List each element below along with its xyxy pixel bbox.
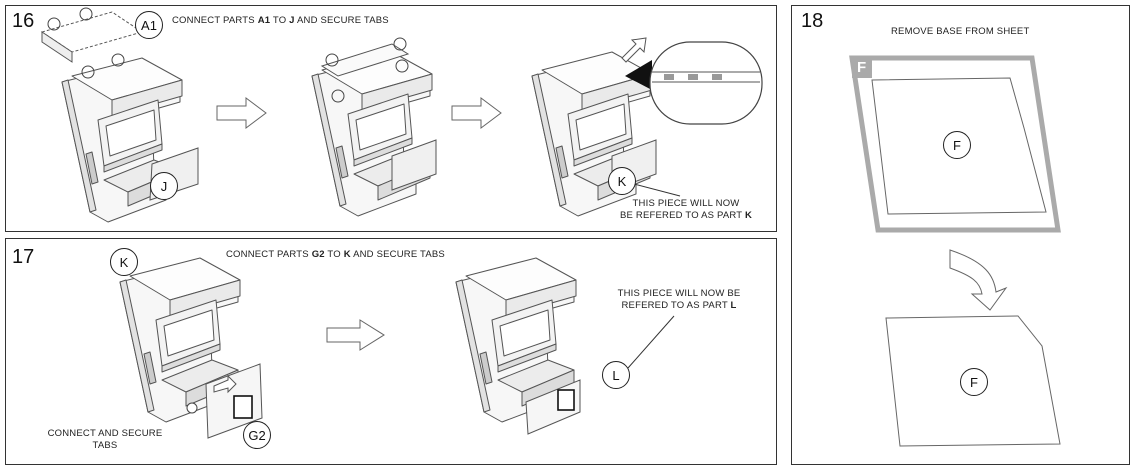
step-16-detail-magnifier [621, 37, 763, 125]
step-18-number: 18 [801, 10, 824, 32]
step-17-instruction: CONNECT PARTS G2 TO K AND SECURE TABS [226, 249, 445, 260]
label-g2: G2 [243, 421, 271, 449]
step-16-arrow-1 [216, 97, 267, 129]
step-17-cabinet-k [119, 257, 263, 439]
step-17-arrow [326, 319, 385, 351]
step-17-number: 17 [12, 246, 35, 268]
label-k-step17: K [110, 248, 138, 276]
step-16-cabinet-frame-2 [311, 37, 437, 217]
sheet-letter-f: F [857, 59, 867, 76]
step-16-note: THIS PIECE WILL NOW BE REFERED TO AS PAR… [619, 198, 752, 221]
label-f-bottom: F [960, 368, 988, 396]
step-17-tabs-note: CONNECT AND SECURE TABS [47, 428, 163, 451]
step-17-note: THIS PIECE WILL NOW BE REFERED TO AS PAR… [617, 288, 741, 311]
label-k-step16: K [608, 167, 636, 195]
step-16-instruction: CONNECT PARTS A1 TO J AND SECURE TABS [172, 15, 389, 26]
step-16-arrow-2 [451, 97, 502, 129]
step-18-curved-arrow [949, 249, 1008, 311]
step-16-number: 16 [12, 10, 35, 32]
label-f-top: F [943, 131, 971, 159]
label-a1: A1 [135, 11, 163, 39]
step-17-cabinet-l [455, 257, 581, 435]
step-18-instruction: REMOVE BASE FROM SHEET [891, 26, 1030, 37]
label-j: J [150, 172, 178, 200]
label-l: L [602, 361, 630, 389]
